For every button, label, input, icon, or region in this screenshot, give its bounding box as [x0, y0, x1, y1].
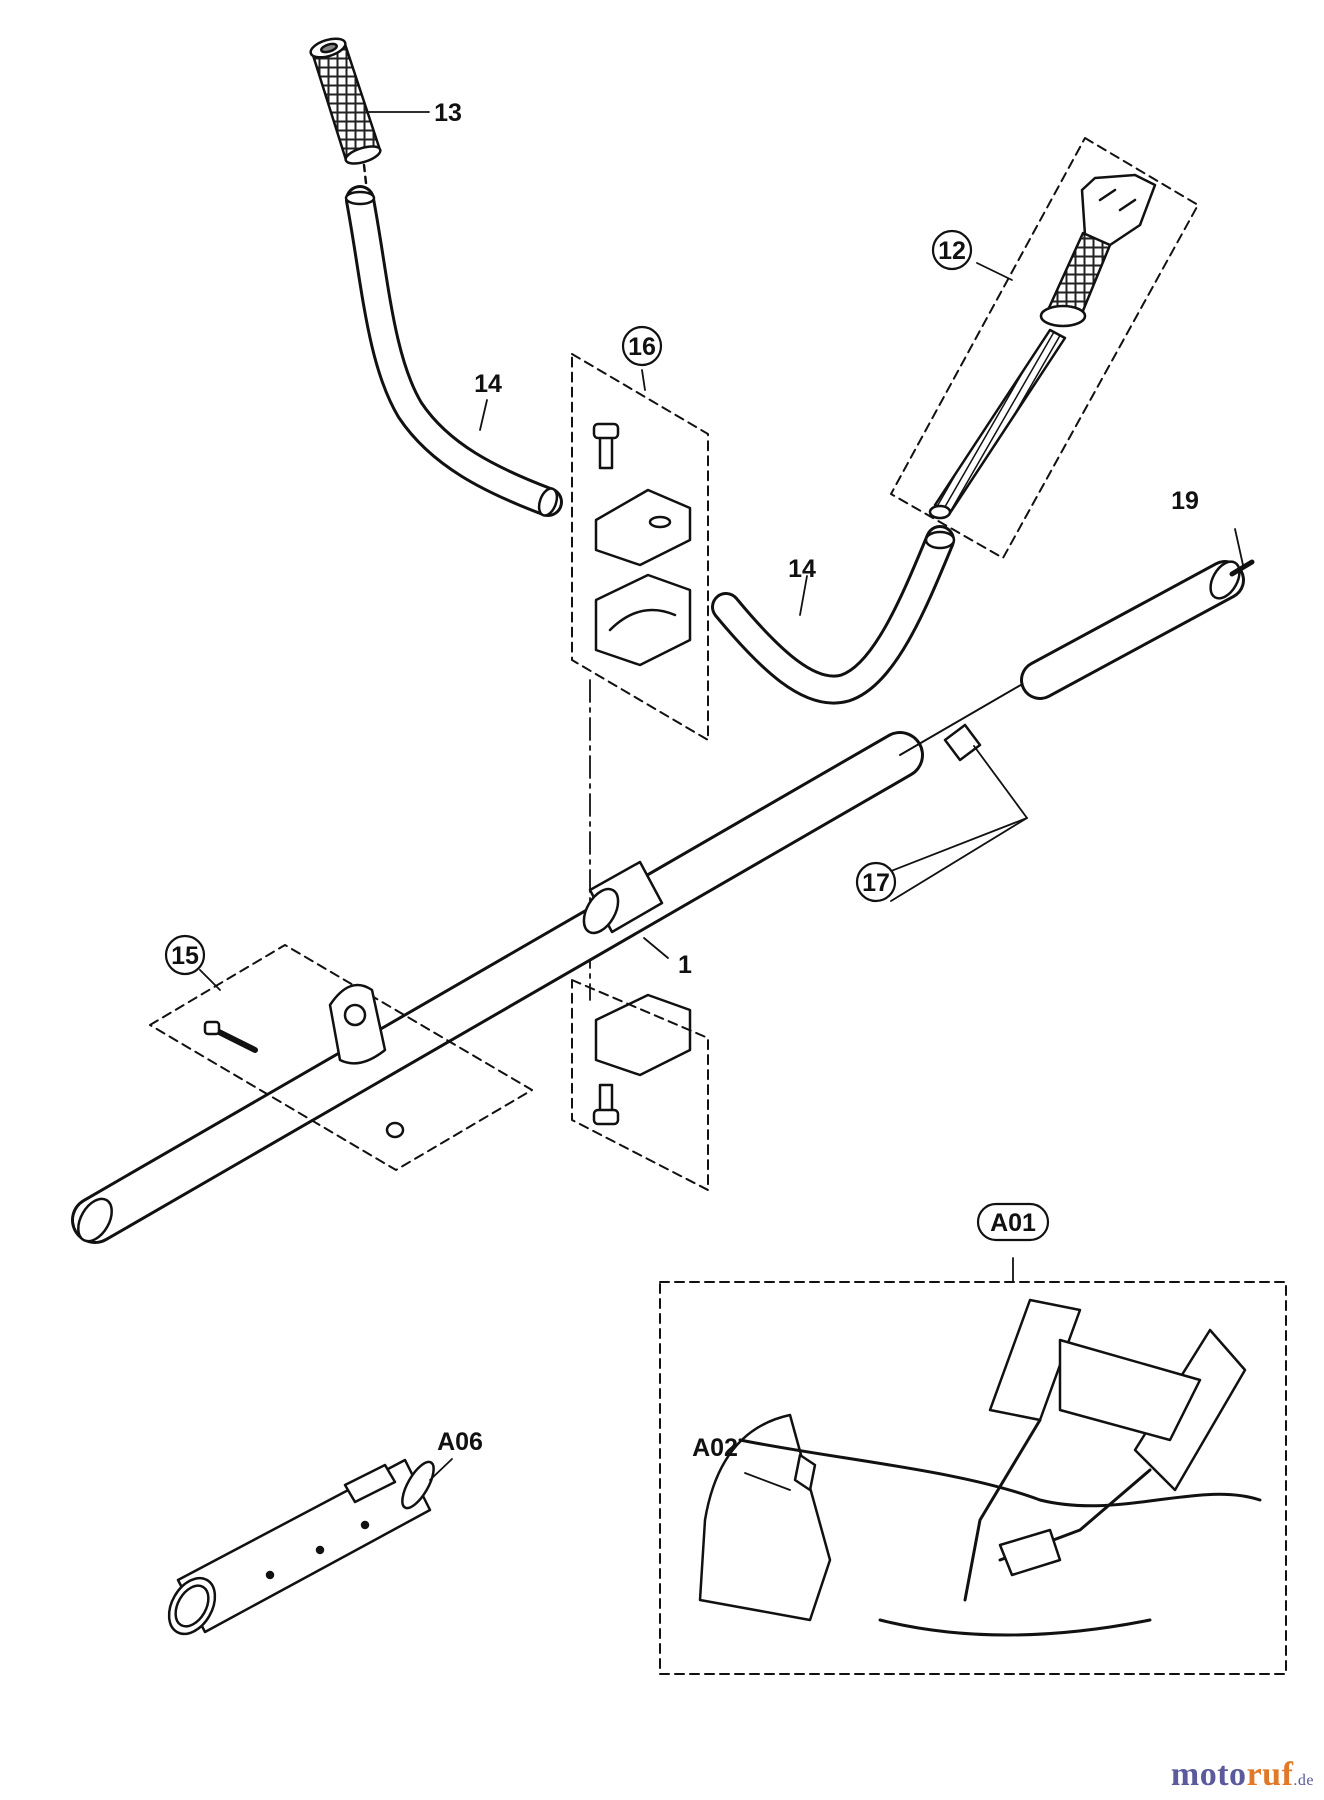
handle-bar-14-left	[344, 185, 563, 517]
part-labels: 13 14 14 12 16 19 17 1 15 A01 A02 A06	[171, 99, 1199, 1462]
label-12: 12	[938, 237, 966, 265]
bracket-15	[149, 944, 533, 1171]
label-circles	[164, 229, 1050, 1242]
watermark-part-2: ruf	[1246, 1756, 1294, 1793]
sleeve-A06	[167, 1458, 435, 1636]
label-15: 15	[171, 942, 199, 970]
label-circle-A01	[976, 1202, 1050, 1242]
label-circle-12	[931, 229, 973, 271]
label-16: 16	[628, 333, 656, 361]
label-circle-17	[855, 861, 897, 903]
handle-bar-14-right	[711, 525, 956, 705]
clamp-set-16	[571, 353, 709, 1001]
label-13: 13	[434, 99, 462, 127]
label-circle-16	[621, 325, 663, 367]
label-19: 19	[1171, 487, 1199, 515]
throttle-12	[890, 137, 1199, 559]
clamp-lower-16	[571, 979, 709, 1191]
label-14-right: 14	[788, 555, 816, 583]
watermark-logo: motoruf.de	[1171, 1756, 1314, 1794]
label-14-left: 14	[474, 370, 502, 398]
label-17: 17	[862, 869, 890, 897]
watermark-part-1: moto	[1170, 1756, 1247, 1793]
label-A02: A02	[692, 1434, 738, 1462]
label-A01: A01	[990, 1209, 1036, 1237]
grip-13	[309, 37, 382, 194]
label-1: 1	[678, 951, 692, 979]
leader-lines	[199, 111, 1244, 1491]
watermark-part-3: .de	[1293, 1772, 1314, 1789]
label-circle-15	[164, 934, 206, 976]
harness-A01	[659, 1281, 1287, 1675]
label-A06: A06	[437, 1428, 483, 1456]
drive-shaft-tube	[71, 559, 1255, 1244]
